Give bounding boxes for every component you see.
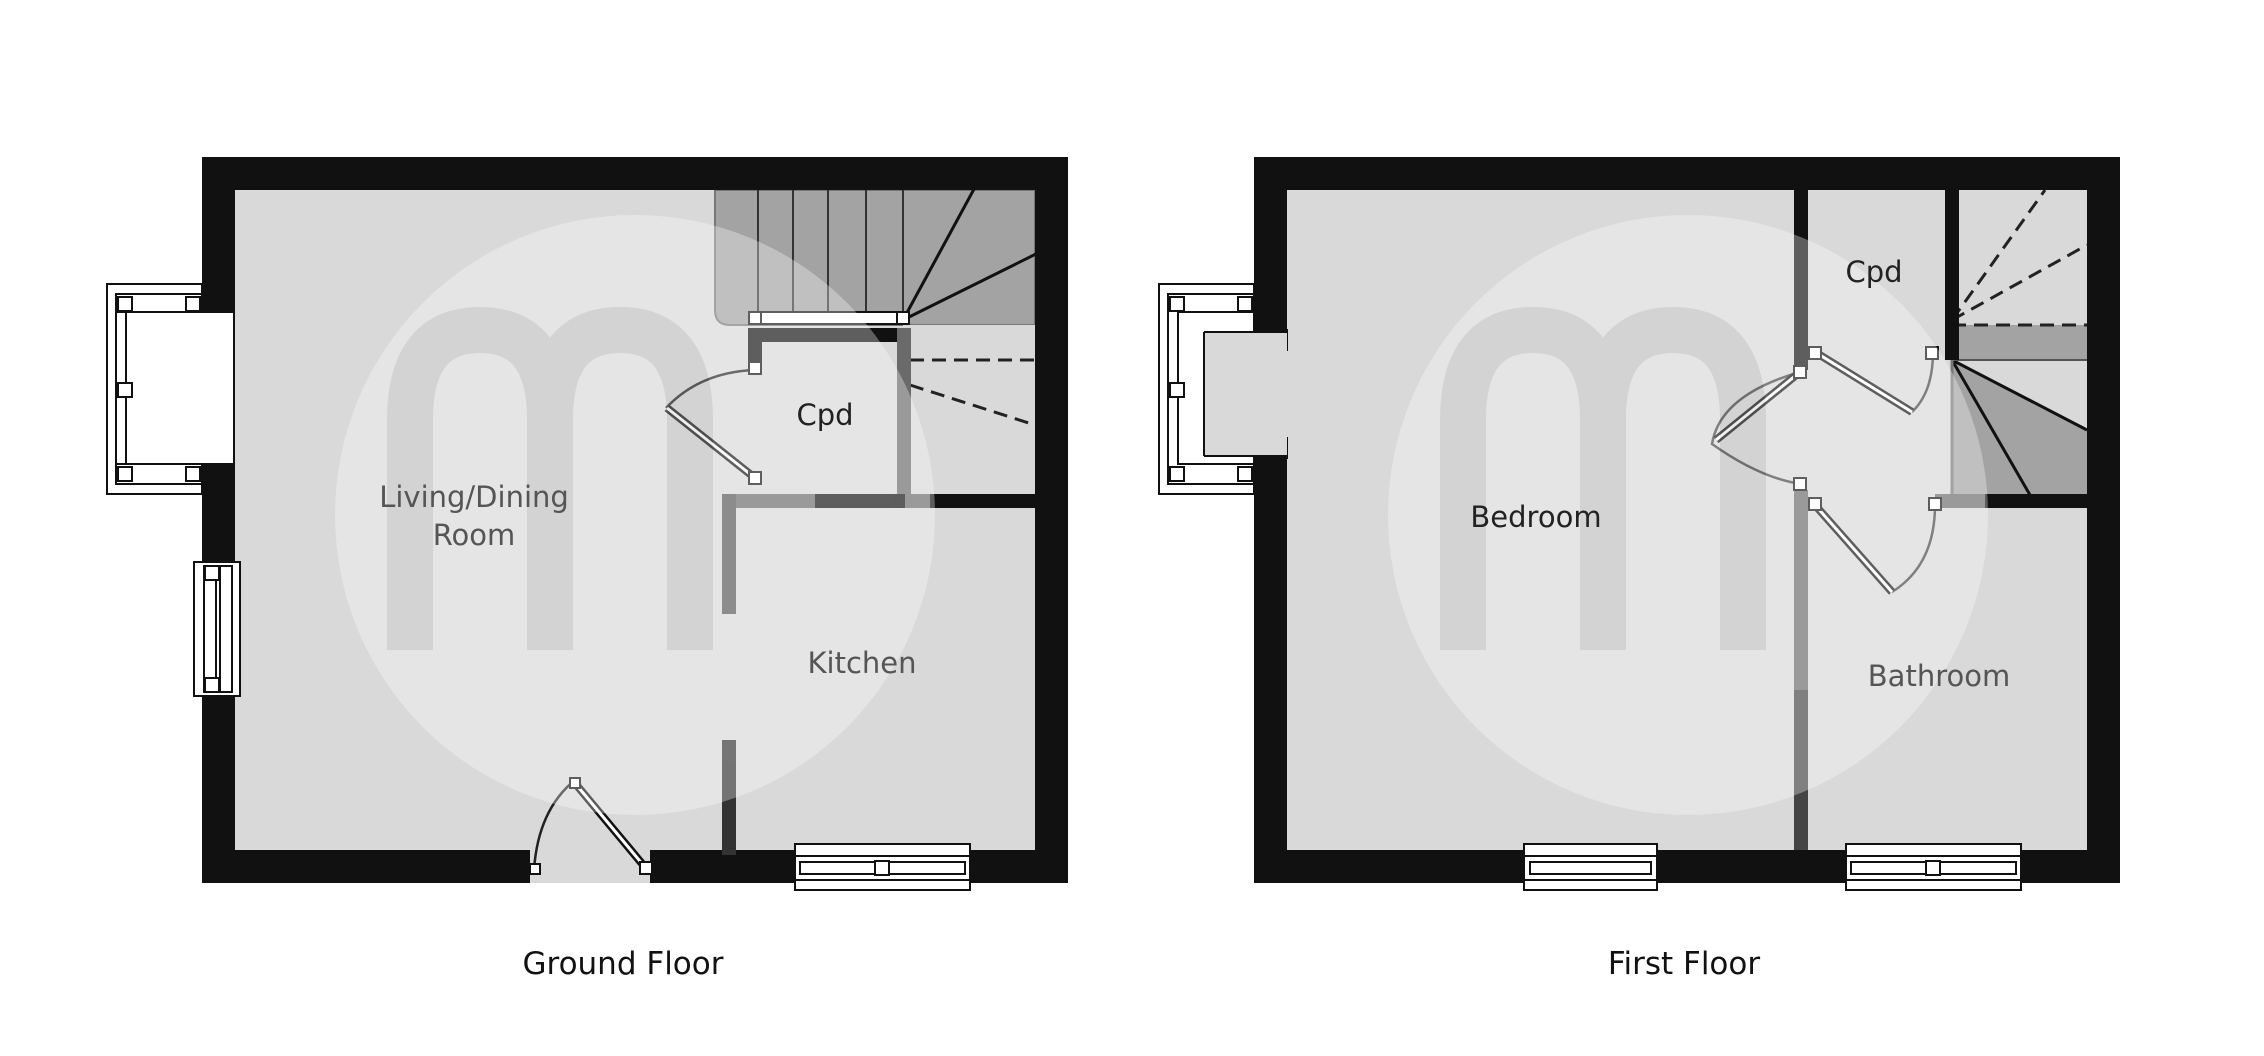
- ground-kitchen-wall-left-lower: [722, 740, 736, 855]
- first-bathroom-door: [1808, 497, 1942, 595]
- room-label-living-dining: Living/Dining: [379, 480, 569, 514]
- m-logo-icon: [335, 215, 935, 815]
- floor-title-first: First Floor: [1608, 946, 1760, 982]
- ground-side-window: [193, 561, 241, 697]
- ground-cpd-wall-right: [897, 328, 911, 496]
- first-bay-window: [1158, 283, 1288, 495]
- first-cpd-door: [1808, 346, 1939, 416]
- ground-bay-window: [106, 283, 235, 495]
- room-label-living-room: Room: [433, 518, 516, 552]
- ground-floor-plan: [106, 157, 1068, 891]
- m-logo-icon: [1388, 215, 1988, 815]
- ground-cpd-wall-left: [748, 328, 762, 370]
- ground-stairs: [714, 177, 1051, 495]
- ground-kitchen-window: [794, 843, 971, 891]
- room-label-bathroom: Bathroom: [1868, 659, 2010, 693]
- ground-kitchen-wall-left-upper: [722, 494, 736, 614]
- ground-cpd-door: [664, 361, 762, 485]
- first-bedroom-window: [1523, 843, 1658, 891]
- room-label-ground-cpd: Cpd: [796, 398, 853, 432]
- ground-cpd-wall-top: [748, 328, 903, 342]
- floor-title-ground: Ground Floor: [522, 946, 723, 982]
- first-stairs: [1950, 189, 2088, 496]
- room-label-bedroom: Bedroom: [1470, 500, 1601, 534]
- room-label-first-cpd: Cpd: [1845, 255, 1902, 289]
- ground-front-door: [529, 777, 653, 883]
- room-label-kitchen: Kitchen: [808, 646, 917, 680]
- first-floor-plan: [1158, 157, 2120, 891]
- first-bedroom-door: [1710, 365, 1808, 491]
- first-cpd-wall-right: [1945, 190, 1959, 360]
- first-bathroom-window: [1845, 843, 2022, 891]
- first-bedroom-wall-dark: [1794, 330, 1808, 370]
- first-bedroom-wall-upper: [1794, 190, 1808, 330]
